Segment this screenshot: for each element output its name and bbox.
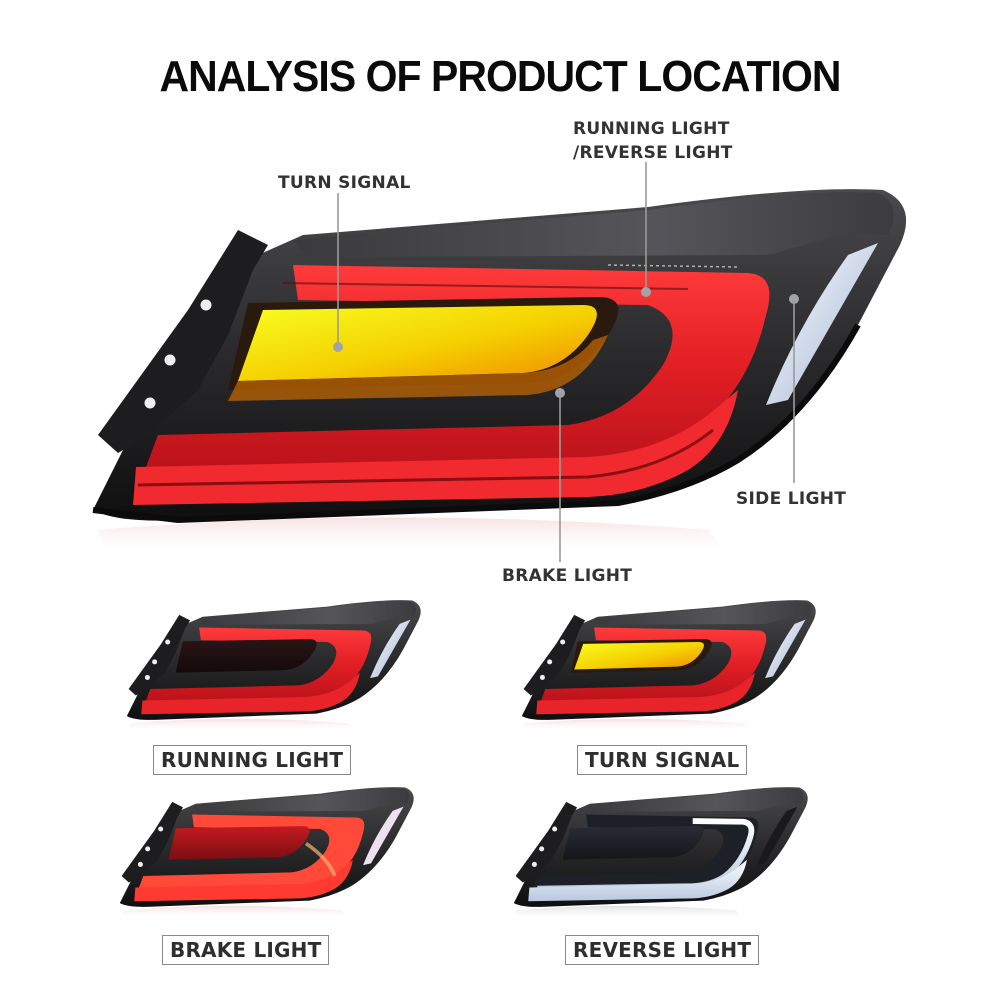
turn-signal-lamp-illustration: [521, 600, 816, 733]
callout-running-line1: RUNNING LIGHT: [573, 119, 730, 139]
main-tail-lamp-illustration: [92, 189, 907, 555]
variant-label-brake-light: BRAKE LIGHT: [162, 935, 330, 965]
callout-line-brake-light: [555, 388, 565, 562]
callout-running-line2: /REVERSE LIGHT: [573, 143, 733, 163]
page-title: ANALYSIS OF PRODUCT LOCATION: [159, 52, 842, 101]
callout-line-turn-signal: [333, 193, 343, 352]
reverse-light-lamp-illustration: [513, 787, 808, 920]
callout-label-side-light: SIDE LIGHT: [736, 489, 847, 509]
callout-label-brake-light: BRAKE LIGHT: [502, 566, 633, 586]
callout-label-turn-signal: TURN SIGNAL: [278, 173, 411, 193]
brake-light-lamp-illustration: [119, 787, 414, 920]
variant-label-reverse-light: REVERSE LIGHT: [565, 935, 760, 965]
variant-label-turn-signal: TURN SIGNAL: [577, 745, 748, 775]
callout-label-running-reverse-light: RUNNING LIGHT /REVERSE LIGHT: [573, 117, 733, 165]
callout-line-side-light: [789, 294, 799, 483]
variant-label-running-light: RUNNING LIGHT: [153, 745, 352, 775]
running-light-lamp-illustration: [126, 600, 421, 733]
callout-line-running-reverse: [641, 162, 651, 297]
